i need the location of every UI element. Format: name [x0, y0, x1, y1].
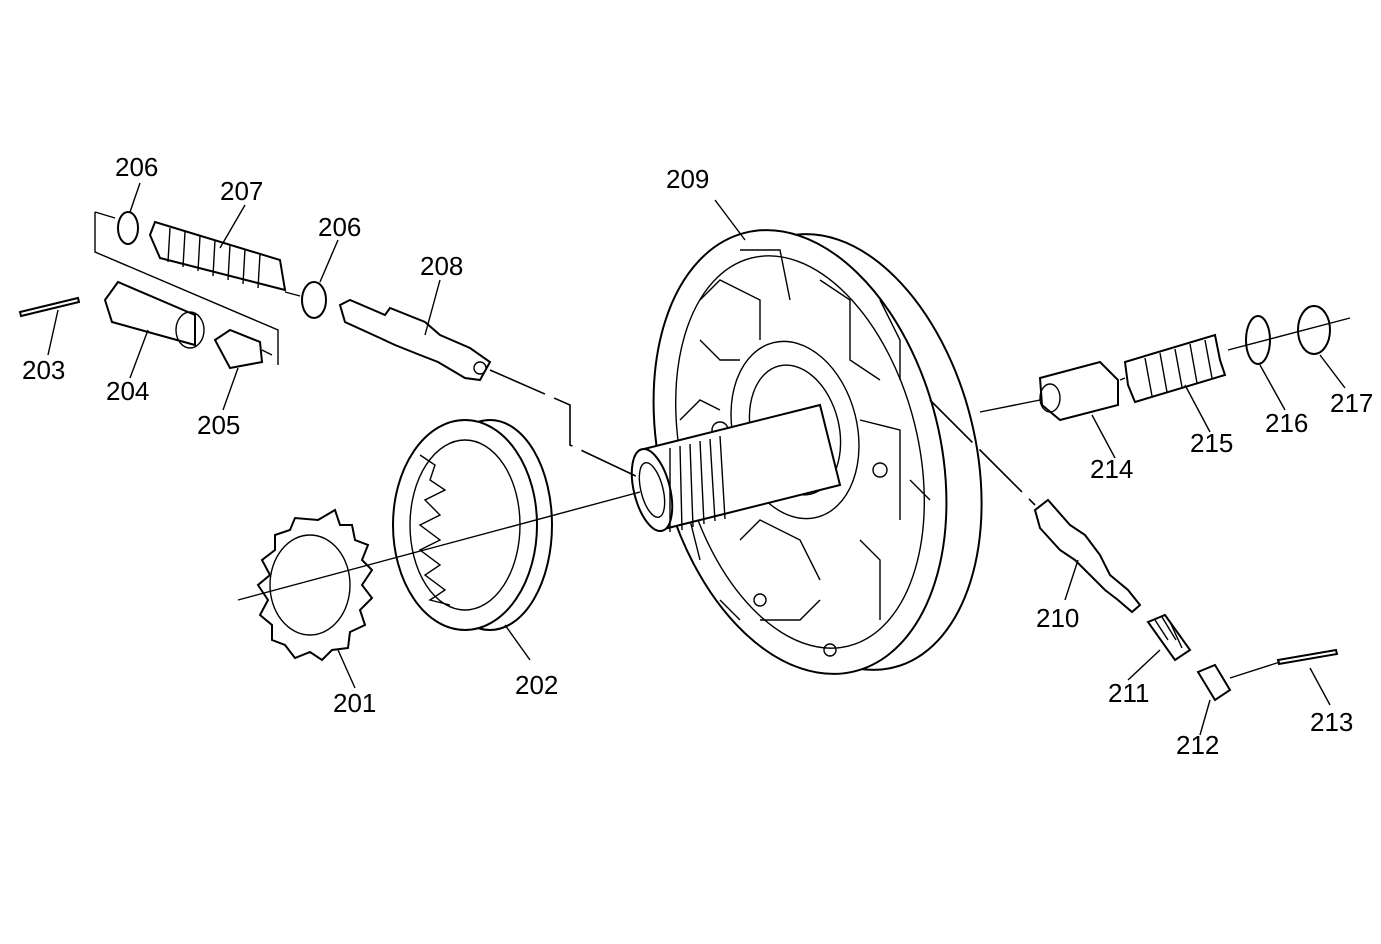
- outer-gear-part-202: [392, 419, 553, 631]
- snap-ring-206b: [301, 281, 327, 319]
- label-213: 213: [1310, 707, 1353, 737]
- pump-body-part-209: [630, 229, 983, 675]
- label-211: 211: [1108, 678, 1149, 708]
- leader-lines: [47, 182, 1346, 736]
- label-206a: 206: [115, 152, 158, 182]
- label-215: 215: [1190, 428, 1233, 458]
- label-205: 205: [197, 410, 240, 440]
- label-209: 209: [666, 164, 709, 194]
- label-206b: 206: [318, 212, 361, 242]
- snap-ring-206a: [117, 211, 139, 245]
- label-210: 210: [1036, 603, 1079, 633]
- label-201: 201: [333, 688, 376, 718]
- label-217: 217: [1330, 388, 1373, 418]
- valve-group-right: [1033, 305, 1339, 702]
- inner-gear-part-201: [256, 508, 374, 662]
- label-216: 216: [1265, 408, 1308, 438]
- label-212: 212: [1176, 730, 1219, 760]
- axis-lines: [237, 291, 1351, 679]
- retainer-216: [1245, 315, 1271, 365]
- label-202: 202: [515, 670, 558, 700]
- label-214: 214: [1090, 454, 1133, 484]
- snap-ring-217: [1297, 305, 1331, 355]
- label-207: 207: [220, 176, 263, 206]
- part-labels: 206 207 206 208 209 203 204 205 201 202 …: [22, 152, 1373, 760]
- label-208: 208: [420, 251, 463, 281]
- valve-group-upper-left: [18, 211, 492, 382]
- label-204: 204: [106, 376, 149, 406]
- label-203: 203: [22, 355, 65, 385]
